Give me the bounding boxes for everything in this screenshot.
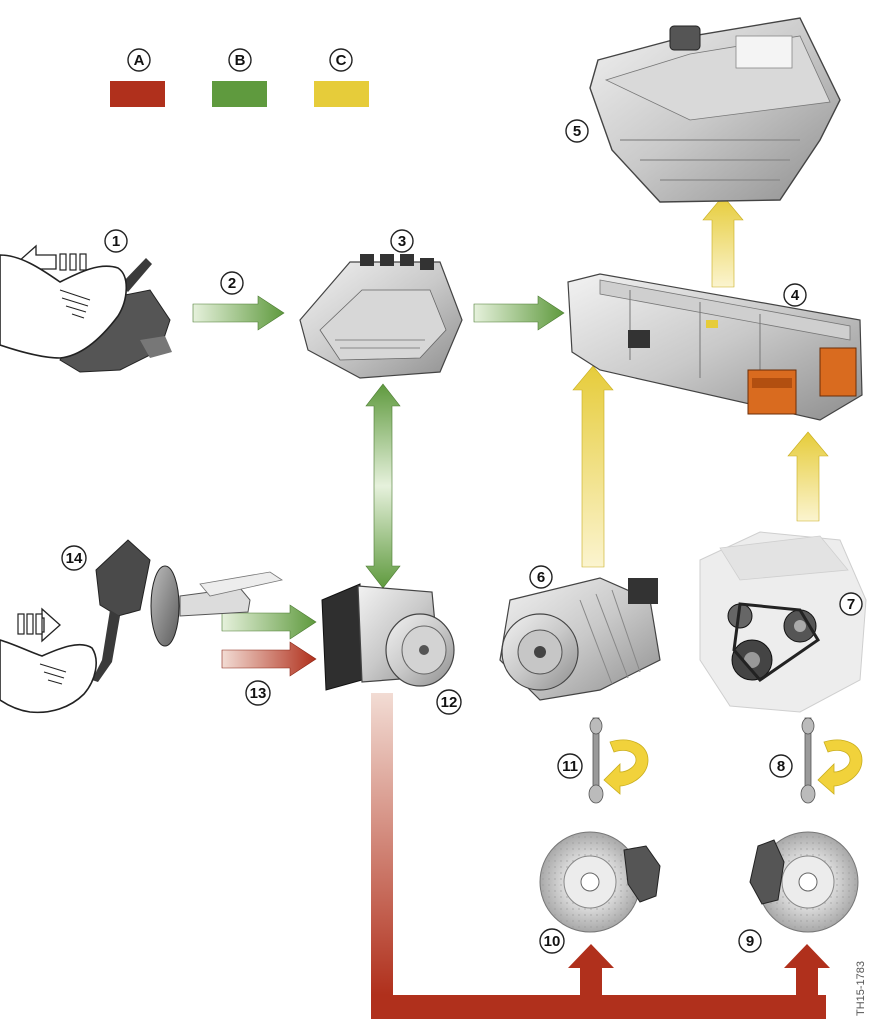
- legend-swatch-c: [314, 81, 369, 107]
- pedal-bracket: [95, 539, 151, 617]
- arrow-brake-pedal-to-dsc-red: [221, 641, 317, 677]
- callout-14: 14: [61, 545, 87, 571]
- hydraulic-line-horizontal: [371, 995, 826, 1019]
- right-arrow-icon: [41, 607, 61, 643]
- callout-13: 13: [245, 680, 271, 706]
- legend: A B C: [110, 48, 369, 107]
- legend-letter-c: C: [336, 52, 347, 69]
- callout-label-11: 11: [562, 758, 578, 775]
- callout-label-3: 3: [398, 233, 406, 250]
- arrow-control-unit-to-power-electronics: [473, 295, 565, 331]
- power-electronics-illustration: [567, 273, 863, 421]
- front-brake-caliper: [623, 845, 661, 903]
- callout-4: 4: [783, 283, 807, 307]
- callout-label-10: 10: [544, 933, 561, 950]
- battery-illustration: [589, 17, 841, 203]
- callout-label-8: 8: [777, 758, 785, 775]
- brake-hydraulic-line: [371, 693, 830, 1019]
- callout-5: 5: [565, 119, 589, 143]
- control-unit-illustration: [299, 254, 463, 379]
- rear-brake-disc-illustration: [749, 831, 859, 933]
- legend-letter-b: B: [235, 52, 246, 69]
- brake-booster: [150, 565, 180, 647]
- callout-label-12: 12: [441, 694, 458, 711]
- callout-6: 6: [529, 565, 553, 589]
- legend-item-b: B: [212, 48, 267, 107]
- arrow-power-electronics-to-battery: [702, 195, 744, 288]
- callout-12: 12: [436, 689, 462, 715]
- front-brake-disc-illustration: [539, 831, 661, 933]
- callout-label-5: 5: [573, 123, 581, 140]
- legend-swatch-a: [110, 81, 165, 107]
- callout-9: 9: [738, 929, 762, 953]
- shoe: [0, 639, 97, 714]
- accelerator-pedal-illustration: [0, 244, 172, 373]
- callout-label-6: 6: [537, 569, 545, 586]
- arrow-brake-pedal-to-dsc-green: [221, 604, 317, 640]
- dsc-unit-illustration: [321, 583, 455, 691]
- pedal-housing: [59, 289, 171, 373]
- brake-pedal-illustration: [0, 539, 284, 714]
- rotation-arrow-icon: [603, 739, 649, 795]
- arrow-pedal-to-control-unit: [192, 295, 285, 331]
- shoe: [0, 254, 128, 359]
- rotation-arrow-icon: [817, 739, 863, 795]
- legend-letter-a: A: [134, 52, 145, 69]
- legend-swatch-b: [212, 81, 267, 107]
- arrow-control-unit-dsc-bidirectional: [365, 383, 401, 589]
- callout-label-7: 7: [847, 596, 855, 613]
- arrow-engine-to-power-electronics: [787, 431, 829, 522]
- rear-output-shaft-illustration: [800, 717, 863, 804]
- arrow-to-front-brake: [568, 944, 614, 995]
- callout-1: 1: [104, 229, 128, 253]
- figure-code: TH15-1783: [855, 961, 867, 1016]
- callout-10: 10: [539, 928, 565, 954]
- callout-3: 3: [390, 229, 414, 253]
- callout-label-14: 14: [66, 550, 83, 567]
- callout-7: 7: [839, 592, 863, 616]
- arrow-to-rear-brake: [784, 944, 830, 995]
- callout-label-4: 4: [791, 287, 800, 304]
- callout-8: 8: [769, 754, 793, 778]
- callout-label-2: 2: [228, 275, 236, 292]
- callout-label-1: 1: [112, 233, 120, 250]
- legend-item-c: C: [314, 48, 369, 107]
- arrow-electric-motor-to-power-electronics: [572, 365, 614, 568]
- rear-brake-caliper: [749, 839, 785, 905]
- legend-item-a: A: [110, 48, 165, 107]
- callout-2: 2: [220, 271, 244, 295]
- combustion-engine-illustration: [699, 531, 867, 713]
- electric-motor-illustration: [499, 577, 661, 701]
- callout-label-13: 13: [250, 685, 267, 702]
- callout-label-9: 9: [746, 933, 754, 950]
- hydraulic-line-vertical: [371, 693, 393, 995]
- front-output-shaft-illustration: [588, 717, 649, 804]
- pedal-arm: [120, 258, 152, 292]
- callout-11: 11: [557, 753, 583, 779]
